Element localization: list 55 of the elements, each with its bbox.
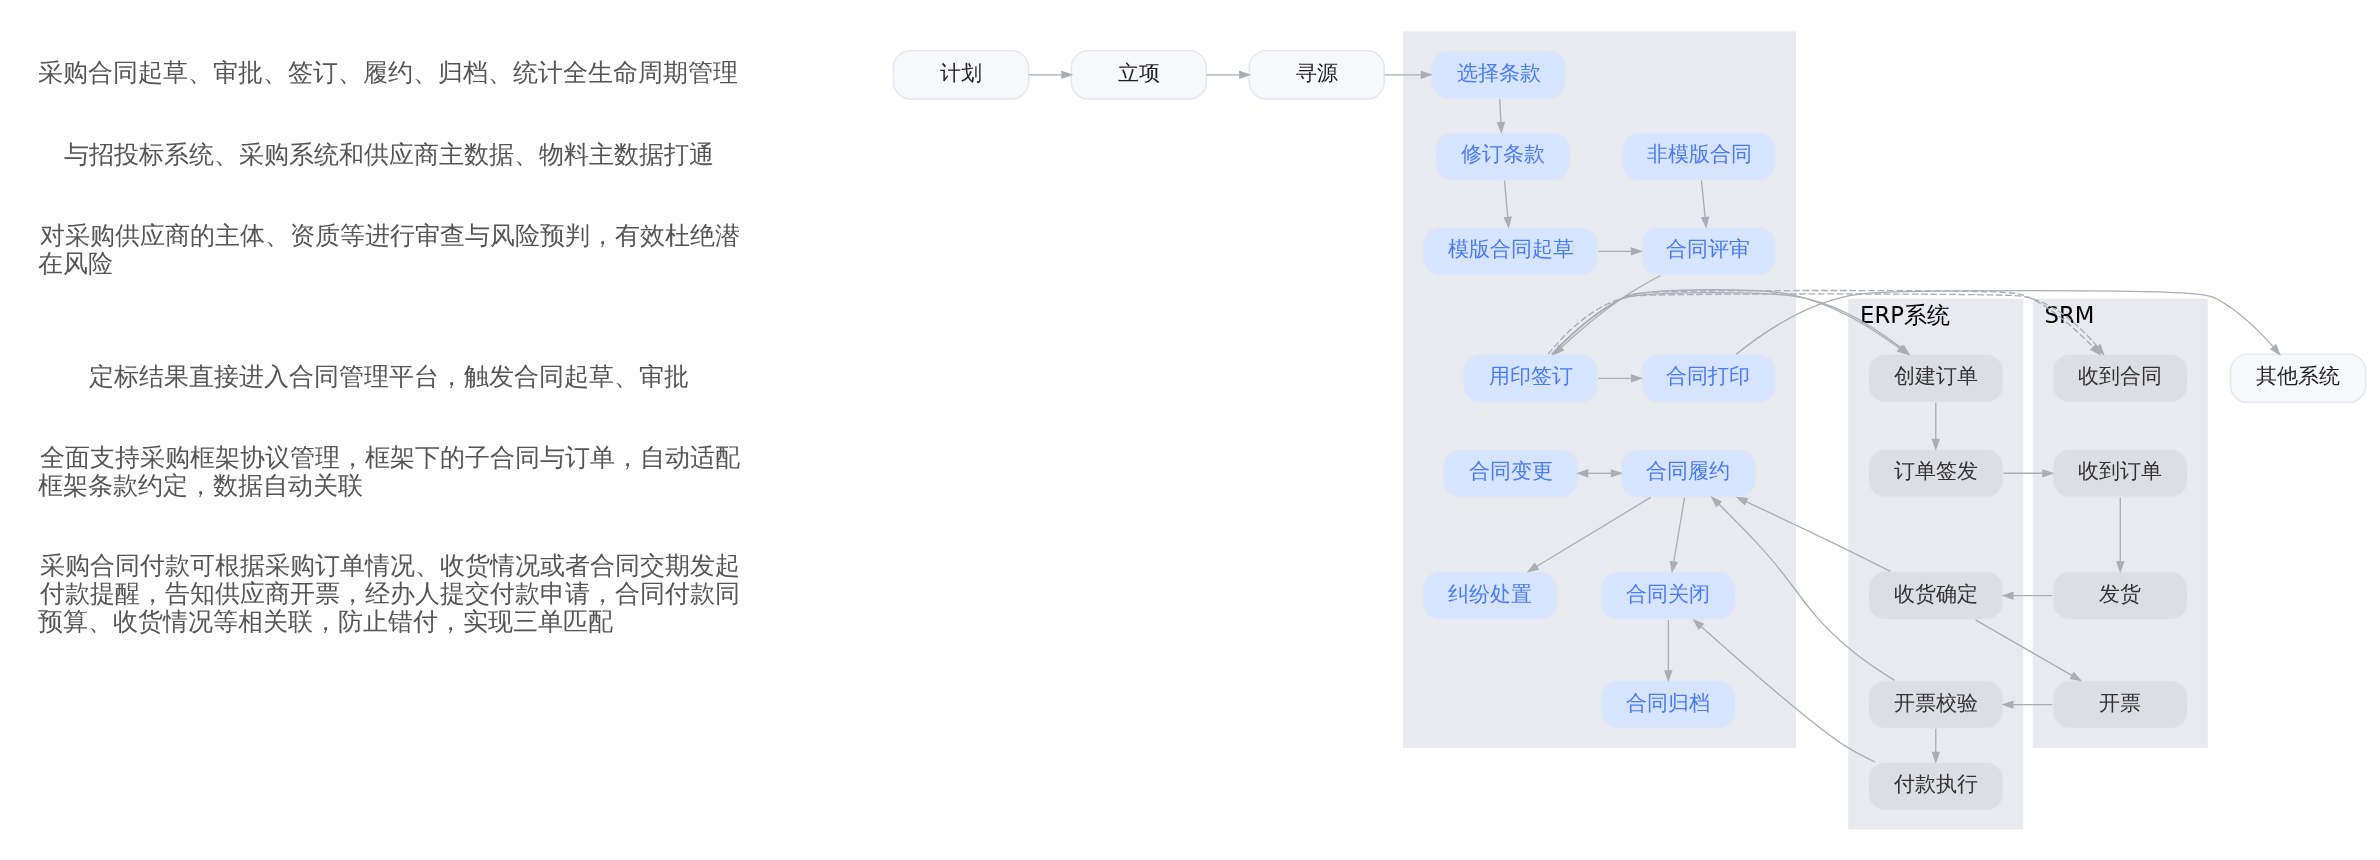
node-box: 开票: [2051, 679, 2189, 729]
node-box: 合同关闭: [1600, 570, 1737, 620]
arrow: [1205, 70, 1252, 79]
node-box: 合同打印: [1640, 353, 1777, 403]
node-box: 收货确定: [1867, 570, 2005, 620]
node-box: 选择条款: [1430, 49, 1567, 100]
cluster: [1402, 30, 1797, 748]
arrow: [2116, 496, 2125, 573]
node-box: 模版合同起草: [1422, 225, 1599, 276]
arrow: [1692, 618, 1876, 763]
arrow: [1931, 401, 1940, 451]
node-box: 收到订单: [2051, 447, 2189, 498]
label: 采购合同起草、审批、签订、履约、归档、统计全生命周期管理: [38, 56, 739, 87]
arrow: [1974, 618, 2083, 681]
node-box: 合同履约: [1620, 447, 1757, 498]
label: 定标结果直接进入合同管理平台，触发合同起草、审批: [88, 360, 689, 391]
node-box: 合同变更: [1442, 447, 1579, 498]
arrow: [1710, 495, 1896, 681]
arrow: [1597, 246, 1643, 256]
arrow: [2001, 699, 2053, 709]
node-box: 创建订单: [1867, 353, 2005, 403]
arrow: [1526, 496, 1652, 572]
node-box: 其他系统: [2229, 353, 2367, 403]
arrow: [1735, 496, 1892, 572]
node-box: 用印签订: [1462, 353, 1599, 403]
node-box: 修订条款: [1434, 131, 1571, 181]
label: 全面支持采购框架协议管理，框架下的子合同与订单，自动适配框架条款约定，数据自动关联: [38, 441, 741, 500]
node-box: 寻源: [1248, 49, 1385, 100]
node-box: 收到合同: [2051, 353, 2189, 403]
arrow: [1496, 97, 1506, 134]
node-box: 订单签发: [1867, 447, 2005, 498]
node-box: 计划: [892, 49, 1030, 100]
arrow: [2002, 468, 2055, 477]
label: 与招投标系统、采购系统和供应商主数据、物料主数据打通: [63, 138, 714, 169]
node-box: 非模版合同: [1621, 131, 1777, 181]
node-box: 合同归档: [1600, 679, 1737, 729]
node-box: 立项: [1070, 49, 1208, 100]
label: 采购合同付款可根据采购订单情况、收货情况或者合同交期发起付款提醒，告知供应商开票，经办人提交付款申请，合同付款同预算、收货情况等相关联，防止错付，实现三单匹配: [38, 549, 741, 636]
arrow: [2001, 590, 2053, 600]
arrow: [1931, 727, 1940, 764]
arrow: [1597, 373, 1643, 383]
node-box: 付款执行: [1867, 760, 2005, 811]
arrow: [1700, 179, 1710, 229]
arrow: [1028, 70, 1074, 79]
node-box: 发货: [2051, 570, 2189, 620]
arrow: [1552, 274, 1662, 355]
arrow: [1669, 496, 1686, 573]
node-box: 开票校验: [1867, 679, 2005, 729]
arrow: [1503, 179, 1512, 229]
arrow: [1664, 618, 1673, 682]
arrow: [1383, 70, 1433, 79]
node-box: 纠纷处置: [1422, 570, 1559, 620]
node-box: 合同评审: [1640, 225, 1777, 276]
arrow: [1576, 468, 1623, 477]
label: 对采购供应商的主体、资质等进行审查与风险预判，有效杜绝潜在风险: [38, 219, 741, 278]
